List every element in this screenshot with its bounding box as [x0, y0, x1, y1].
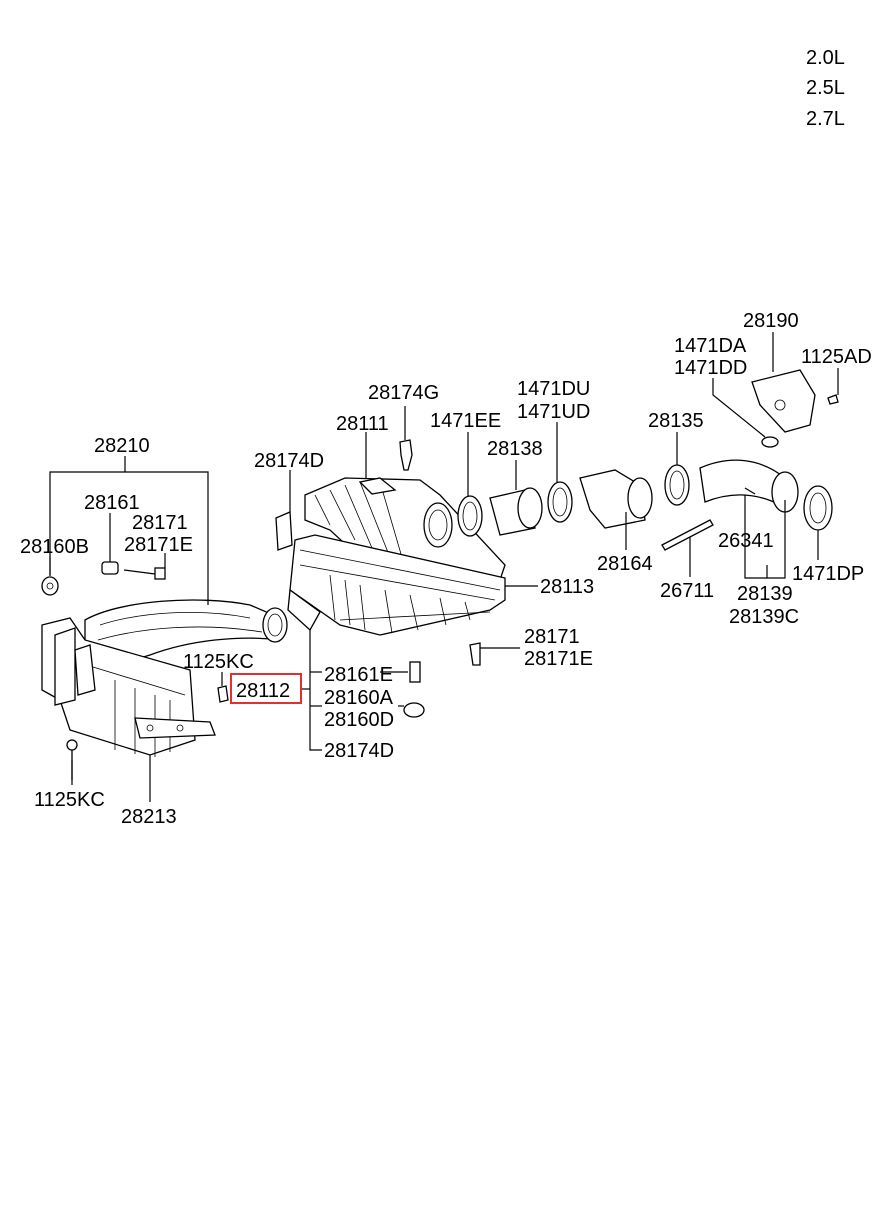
label-26341: 26341: [718, 530, 774, 552]
intake-hoses-drawing: [457, 459, 833, 551]
highlight-box: [230, 673, 302, 704]
label-28139: 28139: [737, 583, 793, 605]
label-1471ud: 1471UD: [517, 401, 590, 423]
label-28174d-top: 28174D: [254, 450, 324, 472]
resonator-box-drawing: [41, 617, 216, 757]
label-28174g: 28174G: [368, 382, 439, 404]
label-28171e-right: 28171E: [524, 648, 593, 670]
label-1125kc-bottom: 1125KC: [34, 789, 105, 811]
air-cleaner-body-drawing: [287, 534, 506, 636]
label-28174d-bottom: 28174D: [324, 740, 394, 762]
label-28160d: 28160D: [324, 709, 394, 731]
label-28111: 28111: [336, 413, 389, 435]
bracket-28190-drawing: [751, 369, 839, 448]
engine-variant-2: 2.5L: [806, 77, 845, 99]
label-1471ee: 1471EE: [430, 410, 501, 432]
label-28210: 28210: [94, 435, 150, 457]
label-1125kc-top: 1125KC: [183, 651, 254, 673]
label-28135: 28135: [648, 410, 704, 432]
clip-28174g-drawing: [399, 439, 413, 471]
label-28113: 28113: [540, 576, 594, 598]
leader-lines: [49, 332, 839, 802]
engine-variant-3: 2.7L: [806, 108, 845, 130]
part-labels: 28210 28161 28171 28171E 28160B 28174D 2…: [20, 310, 872, 828]
label-1471du: 1471DU: [517, 378, 590, 400]
label-1471dp: 1471DP: [792, 563, 864, 585]
label-28213: 28213: [121, 806, 177, 828]
label-1471da: 1471DA: [674, 335, 747, 357]
label-28160a: 28160A: [324, 687, 394, 709]
label-28112-highlighted[interactable]: 28112: [236, 680, 290, 702]
label-28164: 28164: [597, 553, 653, 575]
label-28160b: 28160B: [20, 536, 89, 558]
label-28161: 28161: [84, 492, 140, 514]
label-28138: 28138: [487, 438, 543, 460]
label-28161e: 28161E: [324, 664, 393, 686]
engine-variants: 2.0L 2.5L 2.7L: [806, 47, 845, 130]
label-1471dd: 1471DD: [674, 357, 747, 379]
engine-variant-1: 2.0L: [806, 47, 845, 69]
left-small-parts: [41, 511, 293, 780]
label-28171-right: 28171: [524, 626, 580, 648]
label-28190: 28190: [743, 310, 799, 332]
label-28139c: 28139C: [729, 606, 799, 628]
label-1125ad: 1125AD: [801, 346, 872, 368]
right-small-parts: [403, 487, 756, 718]
label-26711: 26711: [660, 580, 714, 602]
label-28171-left: 28171: [132, 512, 188, 534]
label-28171e-left: 28171E: [124, 534, 193, 556]
